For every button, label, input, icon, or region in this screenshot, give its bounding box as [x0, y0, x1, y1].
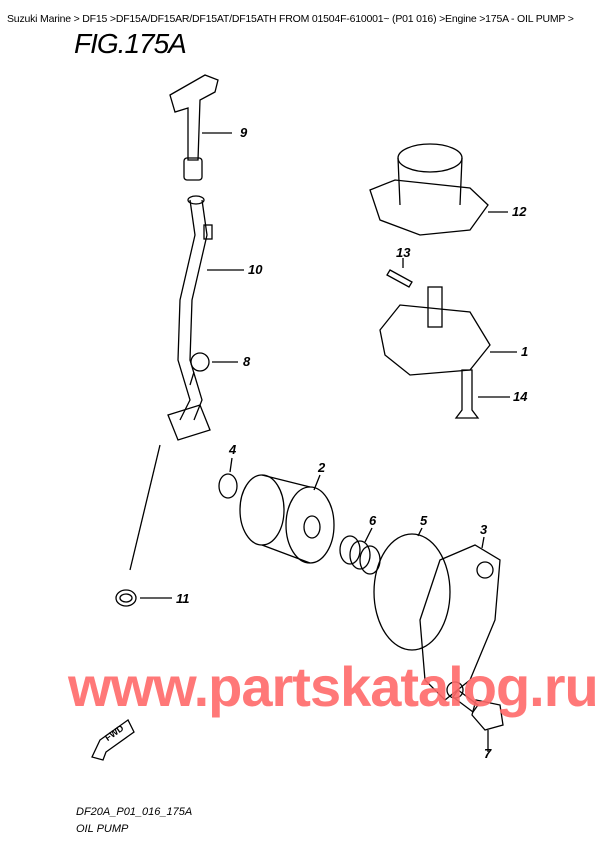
pump-cover-12 — [369, 143, 508, 236]
footer-caption: OIL PUMP — [76, 823, 129, 835]
bolt-8 — [189, 352, 238, 386]
pin-13 — [386, 258, 413, 288]
bolt-14 — [454, 369, 510, 419]
callout-4[interactable]: 4 — [229, 442, 237, 457]
footer-code: DF20A_P01_016_175A — [76, 806, 193, 818]
dipstick-guide-tube — [167, 195, 244, 441]
oil-pump-1 — [379, 286, 517, 376]
callout-6[interactable]: 6 — [369, 513, 377, 528]
callout-5[interactable]: 5 — [420, 513, 428, 528]
callout-10[interactable]: 10 — [248, 262, 263, 277]
callout-8[interactable]: 8 — [243, 354, 251, 369]
dipstick-rod — [129, 444, 161, 571]
o-ring-11 — [115, 589, 172, 607]
watermark: www.partskatalog.ru — [68, 655, 599, 718]
oil-filter-2 — [239, 474, 335, 564]
callout-1[interactable]: 1 — [521, 344, 529, 359]
spring-6 — [339, 527, 381, 575]
fwd-arrow-icon — [91, 719, 135, 761]
callout-3[interactable]: 3 — [480, 522, 488, 537]
callout-2[interactable]: 2 — [318, 460, 326, 475]
bolt-7 — [452, 689, 504, 752]
breadcrumb[interactable]: Suzuki Marine > DF15 >DF15A/DF15AR/DF15A… — [7, 13, 574, 25]
o-ring-4 — [218, 457, 238, 499]
case-cover-3 — [419, 536, 501, 701]
figure-title: FIG.175A — [74, 28, 187, 59]
callout-12[interactable]: 12 — [512, 204, 527, 219]
callout-14[interactable]: 14 — [513, 389, 528, 404]
o-ring-5 — [373, 527, 451, 651]
callout-7[interactable]: 7 — [484, 746, 492, 761]
callout-11[interactable]: 11 — [176, 591, 190, 606]
callout-9[interactable]: 9 — [240, 125, 248, 140]
callout-13[interactable]: 13 — [396, 245, 411, 260]
dipstick-handle — [169, 74, 232, 181]
